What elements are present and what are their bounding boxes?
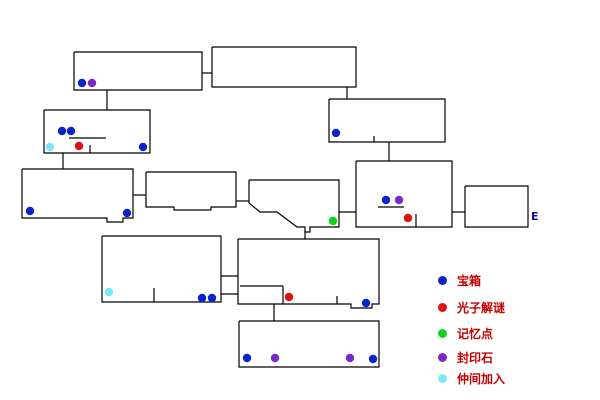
room-connectors <box>62 72 465 321</box>
room-outline <box>355 160 453 228</box>
room-outline <box>238 320 380 368</box>
legend-label: 记忆点 <box>457 326 494 341</box>
treasure-marker <box>25 206 35 216</box>
companion-marker <box>104 287 114 297</box>
room-outline <box>328 98 446 143</box>
room-outline <box>237 238 380 309</box>
treasure-marker <box>122 208 132 218</box>
treasure-marker <box>207 293 217 303</box>
room-outline <box>464 185 529 228</box>
room-outline <box>101 235 222 303</box>
seal-marker <box>394 195 404 205</box>
room-outline <box>145 171 237 211</box>
treasure-marker <box>138 142 148 152</box>
room-outlines <box>21 46 529 368</box>
treasure-marker <box>242 353 252 363</box>
map-markers <box>25 78 413 364</box>
room-outline <box>248 179 340 233</box>
room-outline <box>21 168 134 223</box>
memory-marker <box>328 216 338 226</box>
seal-marker <box>270 353 280 363</box>
legend-label: 仲间加入 <box>457 371 506 386</box>
legend-label: 光子解谜 <box>457 300 506 315</box>
legend-item-seal: 封印石 <box>438 349 493 365</box>
legend-label: 宝箱 <box>457 273 482 288</box>
treasure-dot-icon <box>438 275 447 285</box>
room-outline <box>73 51 203 91</box>
memory-dot-icon <box>438 328 447 338</box>
puzzle-marker <box>74 141 84 151</box>
legend-item-companion: 仲间加入 <box>438 370 505 386</box>
legend-label: 封印石 <box>457 350 494 365</box>
treasure-marker <box>77 78 87 88</box>
puzzle-marker <box>403 213 413 223</box>
seal-dot-icon <box>438 352 447 362</box>
seal-marker <box>345 353 355 363</box>
treasure-marker <box>66 126 76 136</box>
companion-marker <box>45 142 55 152</box>
room-outline <box>211 46 357 88</box>
treasure-marker <box>361 298 371 308</box>
legend-item-puzzle: 光子解谜 <box>438 299 505 315</box>
treasure-marker <box>331 128 341 138</box>
exit-label: E <box>531 210 539 223</box>
puzzle-dot-icon <box>438 302 447 312</box>
room-outline <box>43 109 151 154</box>
seal-marker <box>87 78 97 88</box>
treasure-marker <box>197 293 207 303</box>
companion-dot-icon <box>438 373 447 383</box>
legend-item-treasure: 宝箱 <box>438 272 481 288</box>
treasure-marker <box>381 195 391 205</box>
legend-item-memory: 记忆点 <box>438 325 493 341</box>
treasure-marker <box>57 126 67 136</box>
puzzle-marker <box>284 292 294 302</box>
treasure-marker <box>368 354 378 364</box>
